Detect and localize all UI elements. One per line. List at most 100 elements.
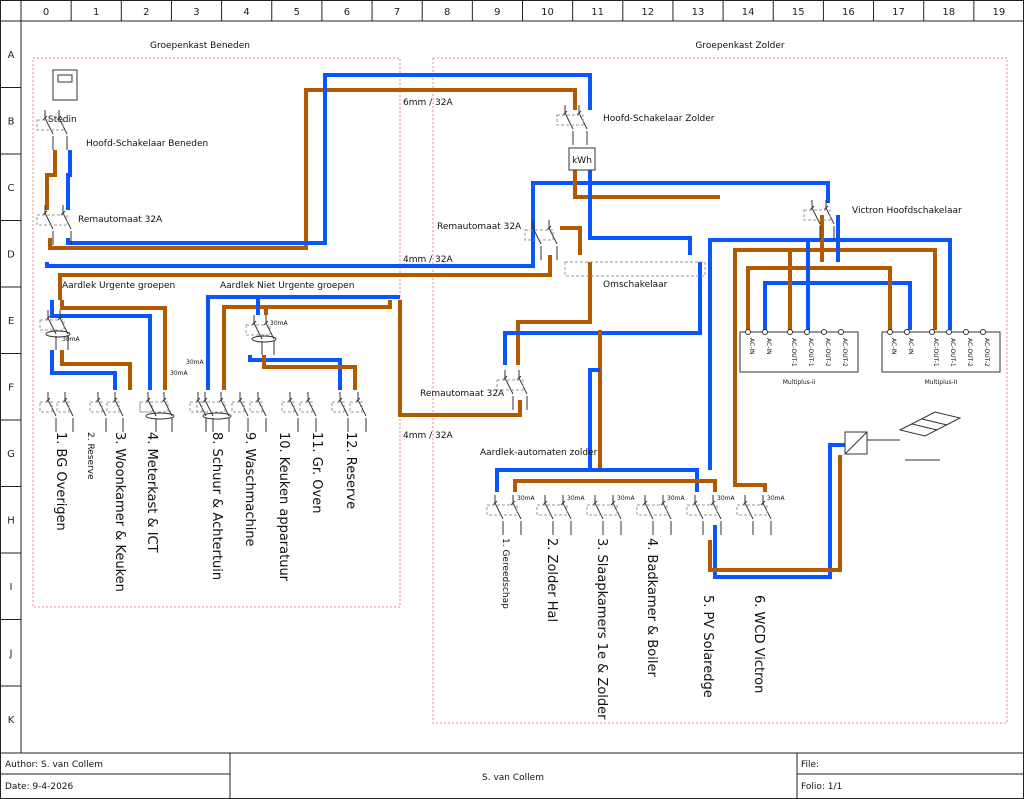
group-label-beneden: 12. Reserve <box>343 432 358 509</box>
rcbo-zolder-4[interactable] <box>636 495 672 535</box>
cable-label-mid: 4mm / 32A <box>403 255 453 265</box>
row-label: B <box>8 117 15 128</box>
terminal[interactable] <box>762 329 768 335</box>
terminal[interactable] <box>787 329 793 335</box>
victron-main-switch[interactable] <box>803 200 835 240</box>
solar-panel-icon <box>867 411 962 461</box>
terminal-label: AC-OUT-2 <box>824 338 831 367</box>
column-label: 15 <box>792 7 805 18</box>
neutral-wire-to-zolder <box>66 73 592 245</box>
rcd-schuur-rating: 30mA <box>186 359 204 366</box>
remautomaat-low[interactable] <box>496 370 528 410</box>
mcb-beneden[interactable] <box>89 392 107 432</box>
rcd-non-urgent-rating: 30mA <box>270 320 288 327</box>
rcd-urgent-label: Aardlek Urgente groepen <box>62 281 175 291</box>
terminal[interactable] <box>904 329 910 335</box>
rcbo-zolder-5[interactable] <box>686 495 722 535</box>
rcbo-rating: 30mA <box>567 495 585 502</box>
rcbo-schuur[interactable] <box>196 392 232 432</box>
mcb-beneden[interactable] <box>281 392 299 432</box>
mcb-beneden[interactable] <box>349 392 367 432</box>
terminal[interactable] <box>946 329 952 335</box>
row-label: H <box>7 516 15 527</box>
main-switch-zolder-label: Hoofd-Schakelaar Zolder <box>603 114 715 124</box>
neutral-nonurgent <box>206 295 400 390</box>
pv-phase <box>708 455 842 572</box>
mcb-beneden[interactable] <box>56 392 74 432</box>
column-label: 0 <box>43 7 49 18</box>
terminal[interactable] <box>980 329 986 335</box>
terminal[interactable] <box>821 329 827 335</box>
column-label: 9 <box>494 7 500 18</box>
main-switch-zolder[interactable] <box>556 105 588 145</box>
rcbo-rating: 30mA <box>667 495 685 502</box>
rcbo-zolder-1[interactable] <box>486 495 522 535</box>
phase-urgent-bus <box>60 350 132 390</box>
kwh-meter-label: kWh <box>572 156 592 166</box>
terminal-label: AC-IN <box>907 338 914 355</box>
changeover-label: Omschakelaar <box>603 280 668 290</box>
rcbo-zolder-3[interactable] <box>586 495 622 535</box>
mcb-beneden[interactable] <box>106 392 124 432</box>
column-label: 11 <box>591 7 604 18</box>
rcbo-meterkast[interactable] <box>139 392 175 432</box>
mcb-beneden[interactable] <box>331 392 349 432</box>
rcbo-rating: 30mA <box>517 495 535 502</box>
group-label-zolder: 1. Gereedschap <box>500 538 510 609</box>
mcb-beneden[interactable] <box>231 392 249 432</box>
rcbo-title: Aardlek-automaten zolder <box>480 448 598 458</box>
terminal-label: AC-IN <box>765 338 772 355</box>
rcbo-rating: 30mA <box>617 495 635 502</box>
main-switch-beneden[interactable] <box>36 110 68 150</box>
rcd-non-urgent-label: Aardlek Niet Urgente groepen <box>220 281 354 291</box>
main-switch-beneden-label: Hoofd-Schakelaar Beneden <box>86 139 208 149</box>
terminal[interactable] <box>887 329 893 335</box>
phase-victron <box>733 248 937 330</box>
phase-bus-zolder <box>513 479 717 492</box>
terminal[interactable] <box>838 329 844 335</box>
column-label: 17 <box>892 7 905 18</box>
phase-wire <box>45 150 57 210</box>
row-label: C <box>8 183 15 194</box>
changeover-switch[interactable] <box>564 261 706 277</box>
group-label-zolder: 6. WCD Victron <box>751 595 766 693</box>
phase-urgent <box>60 300 167 390</box>
terminal[interactable] <box>963 329 969 335</box>
rcd-urgent[interactable] <box>39 310 71 350</box>
terminal[interactable] <box>745 329 751 335</box>
row-label: J <box>9 649 13 660</box>
terminal[interactable] <box>929 329 935 335</box>
remautomaat-zolder[interactable] <box>524 220 558 260</box>
group-label-beneden: 9. Waschmachine <box>242 432 257 547</box>
terminal-label: AC-IN <box>890 338 897 355</box>
group-label-zolder: 2. Zolder Hal <box>544 538 559 622</box>
mcb-beneden[interactable] <box>299 392 317 432</box>
terminal-label: AC-OUT-2 <box>841 338 848 367</box>
mcb-beneden[interactable] <box>249 392 267 432</box>
title-center: S. van Collem <box>482 773 544 783</box>
wires <box>45 73 952 579</box>
rcbo-zolder-2[interactable] <box>536 495 572 535</box>
rcd-meterkast-rating: 30mA <box>170 370 188 377</box>
column-label: 19 <box>992 7 1005 18</box>
column-label: 2 <box>143 7 149 18</box>
column-label: 14 <box>742 7 755 18</box>
terminal[interactable] <box>804 329 810 335</box>
mcb-beneden[interactable] <box>39 392 57 432</box>
neutral-mp <box>763 281 912 330</box>
group-label-beneden: 11. Gr. Oven <box>309 432 324 513</box>
row-label: A <box>8 50 15 61</box>
column-label: 18 <box>942 7 955 18</box>
mcb-beneden[interactable] <box>189 392 207 432</box>
rcbo-rating: 30mA <box>717 495 735 502</box>
neutral-urgent-bus <box>50 350 117 390</box>
rcd-non-urgent[interactable] <box>245 315 277 355</box>
remautomaat-beneden[interactable] <box>36 205 72 245</box>
rcbo-zolder-6[interactable] <box>736 495 772 535</box>
column-label: 10 <box>541 7 554 18</box>
